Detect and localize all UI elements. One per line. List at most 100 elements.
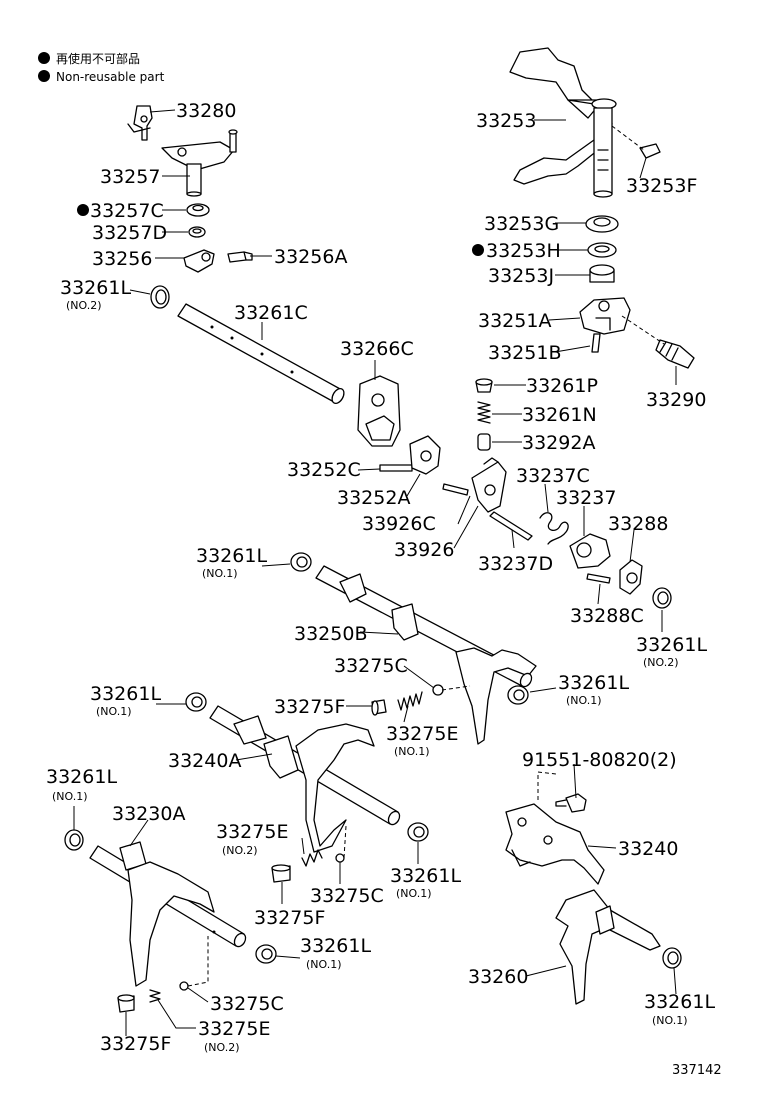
part-33261N-drawing	[477, 401, 491, 424]
part-33253-drawing	[509, 47, 617, 198]
label-33257: 33257	[100, 166, 160, 188]
label-33261L-f: 33261L	[46, 766, 117, 788]
alignment-lines	[187, 125, 665, 987]
legend-japanese: 再使用不可部品	[56, 51, 140, 66]
legend-english: Non-reusable part	[56, 70, 165, 84]
label-33237: 33237	[556, 487, 616, 509]
part-33253G-drawing	[585, 215, 619, 233]
label-33261L-a-sub: (NO.2)	[66, 299, 102, 312]
label-91551: 91551-80820(2)	[522, 749, 677, 771]
label-33261L-a: 33261L	[60, 277, 131, 299]
part-33275E-b-drawing	[301, 849, 323, 867]
label-33288: 33288	[608, 513, 668, 535]
label-33926: 33926	[394, 539, 454, 561]
part-33257-drawing	[161, 129, 238, 197]
part-33275F-c-drawing	[117, 994, 135, 1013]
label-33275F-a: 33275F	[274, 696, 345, 718]
label-33250B: 33250B	[294, 623, 367, 645]
part-33230A-drawing	[89, 841, 247, 987]
part-33250B-drawing	[315, 565, 537, 745]
part-33240A-drawing	[209, 705, 401, 853]
label-33257D: 33257D	[92, 222, 167, 244]
part-33251B-drawing	[591, 333, 601, 353]
part-33237-drawing	[569, 533, 611, 569]
legend: 再使用不可部品 Non-reusable part	[38, 51, 165, 84]
label-33261L-i-sub: (NO.1)	[652, 1014, 688, 1027]
part-33261L-f-drawing	[407, 822, 429, 842]
part-33280-drawing	[127, 105, 153, 141]
label-33261L-g: 33261L	[390, 865, 461, 887]
non-reusable-marker-icon	[38, 52, 50, 64]
label-33261L-c: 33261L	[636, 634, 707, 656]
label-33261L-h: 33261L	[300, 935, 371, 957]
part-33253H-drawing	[587, 242, 617, 258]
label-33275C-a: 33275C	[334, 655, 408, 677]
label-33252A: 33252A	[337, 487, 410, 509]
label-33240A: 33240A	[168, 750, 241, 772]
part-33275E-c-drawing	[149, 989, 161, 1003]
part-91551-drawing	[555, 793, 587, 813]
part-33261L-d-drawing	[507, 685, 529, 705]
label-33275C-c: 33275C	[210, 993, 284, 1015]
label-33292A: 33292A	[522, 432, 595, 454]
label-33261L-b-sub: (NO.1)	[202, 567, 238, 580]
part-33261L-g-drawing	[64, 829, 84, 851]
label-33261L-f-sub: (NO.1)	[52, 790, 88, 803]
part-33251A-drawing	[579, 297, 631, 335]
non-reusable-marker-icon	[472, 244, 484, 256]
part-33290-drawing	[655, 339, 695, 369]
label-33266C: 33266C	[340, 338, 414, 360]
label-33260: 33260	[468, 966, 528, 988]
label-33261L-h-sub: (NO.1)	[306, 958, 342, 971]
part-33275C-b-drawing	[335, 853, 345, 863]
part-33288C-drawing	[586, 573, 611, 584]
non-reusable-marker-icon	[38, 70, 50, 82]
label-33275E-c-sub: (NO.2)	[204, 1041, 240, 1054]
label-33275E-a: 33275E	[386, 723, 458, 745]
part-33261L-i-drawing	[662, 947, 682, 969]
part-33275E-a-drawing	[397, 691, 423, 711]
label-33261N: 33261N	[522, 404, 597, 426]
non-reusable-marker-icon	[77, 204, 89, 216]
part-33237D-drawing	[489, 511, 533, 541]
label-33261C: 33261C	[234, 302, 308, 324]
part-33275C-c-drawing	[179, 981, 189, 991]
part-33261L-b-drawing	[290, 552, 312, 572]
part-33926-drawing	[471, 457, 507, 513]
label-33253J: 33253J	[488, 265, 554, 287]
part-33926C-drawing	[442, 483, 469, 496]
part-33252C-drawing	[379, 464, 413, 472]
part-33275F-a-drawing	[371, 699, 387, 716]
callout-labels: 33280 33257 33257C 33257D 33256 33256A 3…	[46, 100, 715, 1055]
label-33275E-b: 33275E	[216, 821, 288, 843]
part-33240-drawing	[505, 803, 605, 885]
label-33237D: 33237D	[478, 553, 553, 575]
part-33252A-drawing	[409, 435, 441, 475]
label-33230A: 33230A	[112, 803, 185, 825]
label-33290: 33290	[646, 389, 706, 411]
label-33275F-c: 33275F	[100, 1033, 171, 1055]
label-33261L-i: 33261L	[644, 991, 715, 1013]
label-33261L-e: 33261L	[90, 683, 161, 705]
label-33253F: 33253F	[626, 175, 697, 197]
label-33288C: 33288C	[570, 605, 644, 627]
part-33257C-drawing	[186, 203, 210, 217]
figure-number: 337142	[672, 1063, 722, 1078]
part-33275C-a-drawing	[432, 684, 444, 696]
part-33261L-h-drawing	[255, 944, 277, 964]
label-33261L-d: 33261L	[558, 672, 629, 694]
part-33257D-drawing	[188, 226, 206, 238]
label-33261P: 33261P	[526, 375, 598, 397]
label-33261L-e-sub: (NO.1)	[96, 705, 132, 718]
part-33237C-drawing	[539, 512, 569, 545]
part-33292A-drawing	[477, 433, 491, 451]
part-33261C-drawing	[177, 303, 345, 405]
label-33256A: 33256A	[274, 246, 347, 268]
part-33288-drawing	[619, 559, 643, 595]
label-33261L-b: 33261L	[196, 545, 267, 567]
part-33266C-drawing	[357, 375, 401, 447]
part-33253F-drawing	[639, 143, 661, 159]
leader-lines	[73, 109, 677, 1036]
label-33256: 33256	[92, 248, 152, 270]
